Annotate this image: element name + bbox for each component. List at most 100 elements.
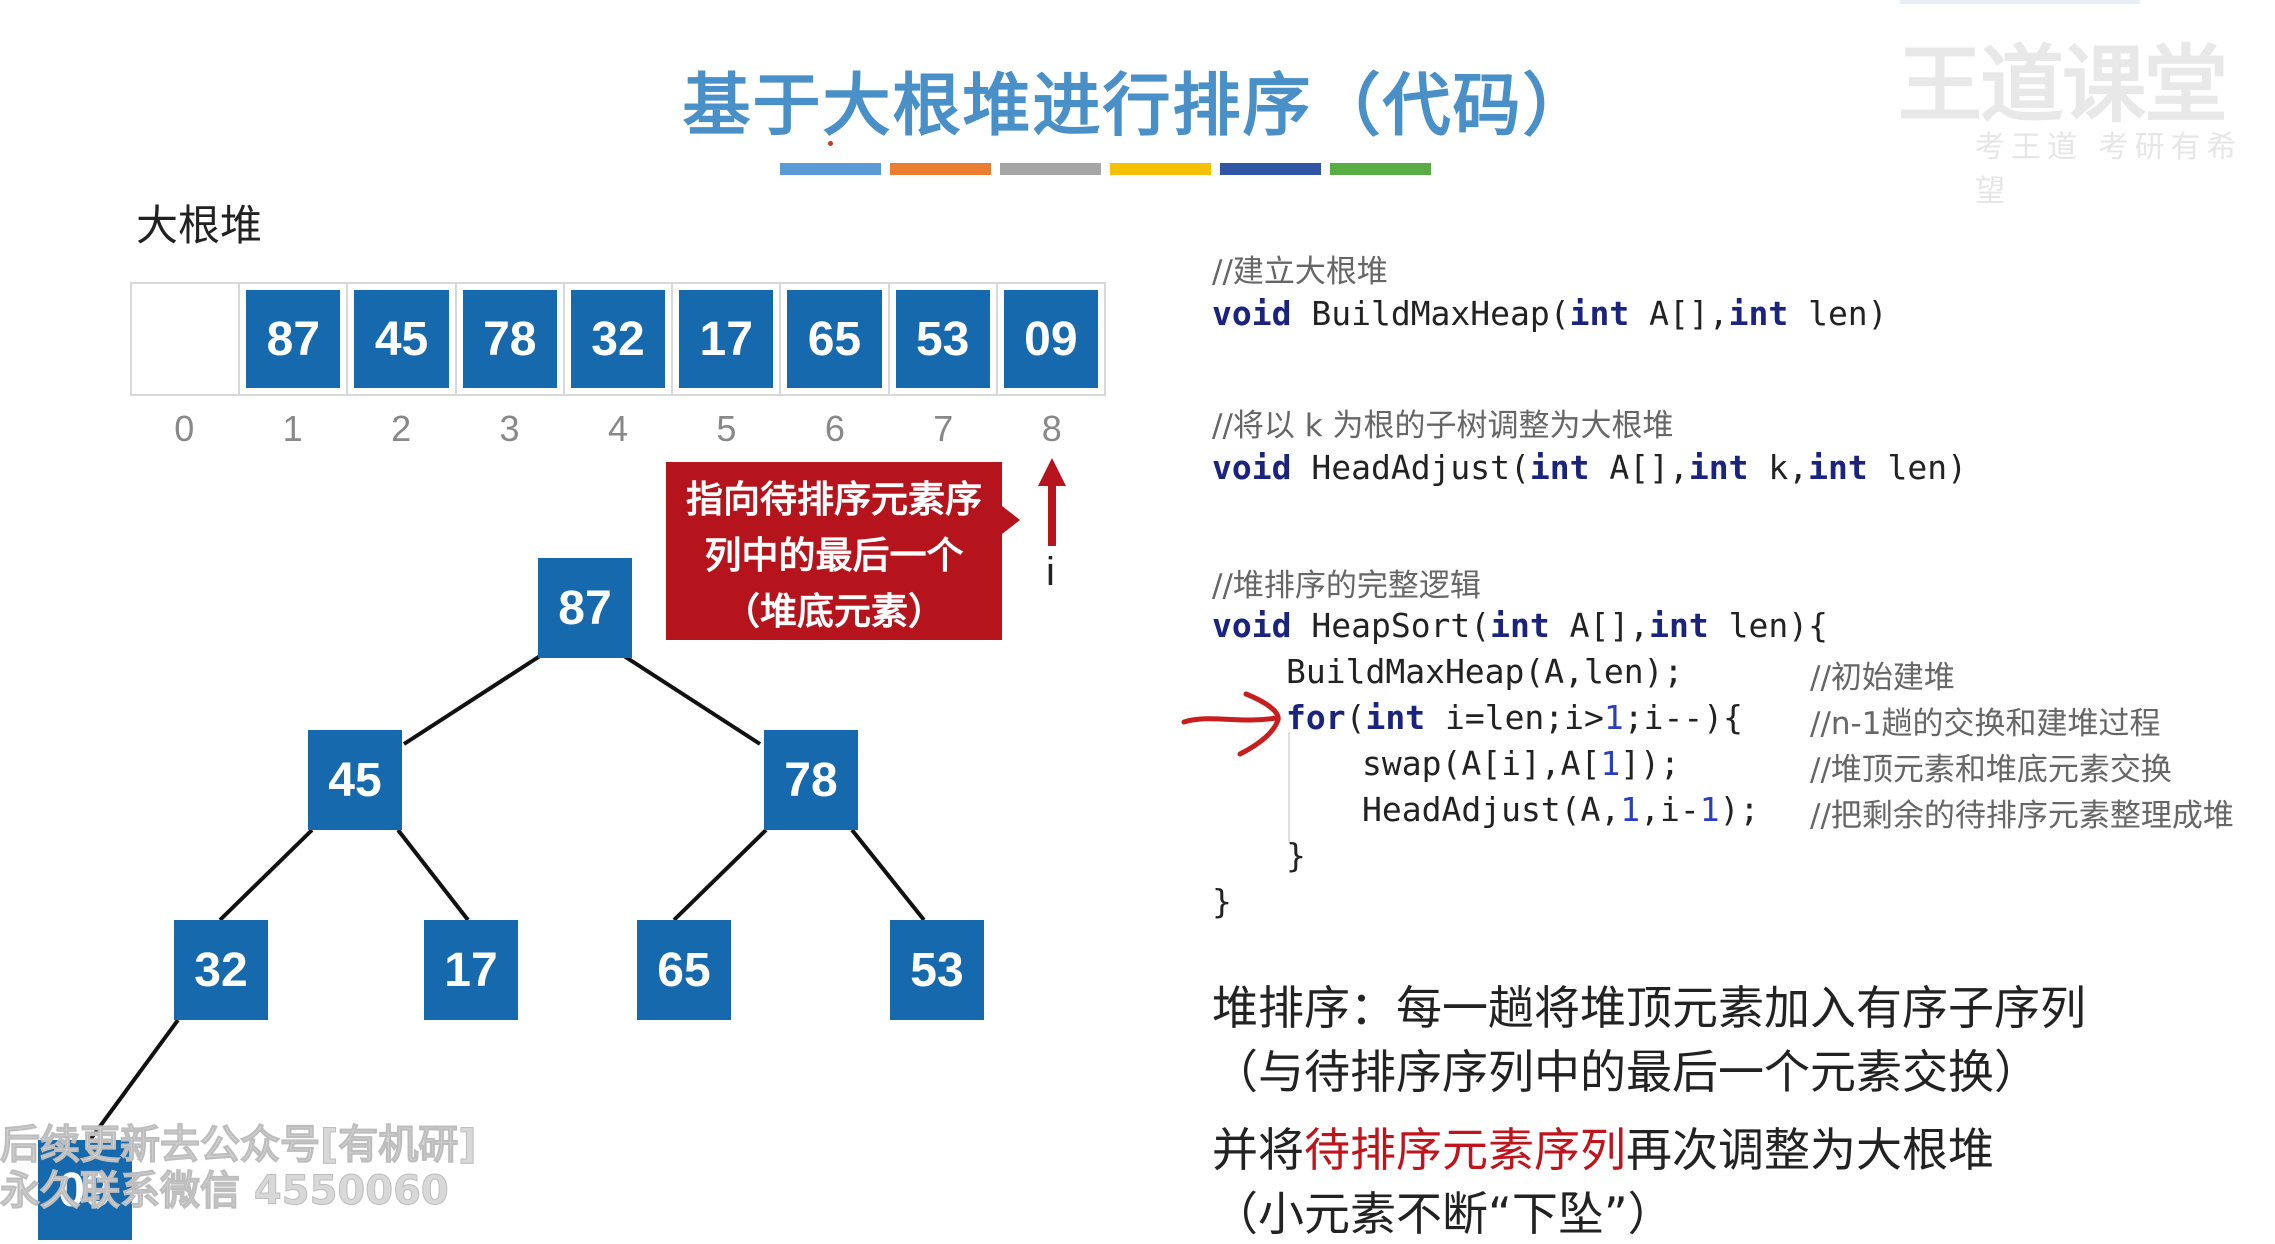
code-text: HeapSort( xyxy=(1291,606,1491,645)
tree-node: 32 xyxy=(174,920,268,1020)
code-comment: //n-1趟的交换和建堆过程 xyxy=(1810,706,2161,742)
code-text: ;i--){ xyxy=(1623,698,1743,737)
code-text: ,i- xyxy=(1640,790,1700,829)
array-index: 3 xyxy=(499,408,520,449)
code-comment: //初始建堆 xyxy=(1810,660,1955,696)
code-text: k, xyxy=(1748,448,1809,487)
summary-line: （与待排序序列中的最后一个元素交换） xyxy=(1212,1045,2040,1099)
code-keyword: for xyxy=(1286,698,1346,737)
code-text: len){ xyxy=(1708,606,1828,645)
code-line: swap(A[i],A[1]); xyxy=(1362,744,1680,783)
code-text: swap(A[i],A[ xyxy=(1362,744,1601,783)
code-text: BuildMaxHeap( xyxy=(1291,294,1570,333)
color-segment xyxy=(1000,163,1101,175)
tree-node: 53 xyxy=(890,920,984,1020)
code-text: ( xyxy=(1345,698,1366,737)
tree-node: 78 xyxy=(764,730,858,830)
code-text: A[], xyxy=(1589,448,1689,487)
code-comment: //堆排序的完整逻辑 xyxy=(1212,568,1481,604)
heap-array: 87 45 78 32 17 65 53 09 xyxy=(130,282,1106,396)
array-index: 7 xyxy=(933,408,954,449)
tree-node: 09 xyxy=(38,1140,132,1240)
heap-label: 大根堆 xyxy=(136,201,263,250)
code-keyword: void xyxy=(1212,294,1292,333)
watermark-logo: 王道课堂 xyxy=(1898,36,2228,134)
code-line: BuildMaxHeap(A,len); xyxy=(1286,652,1684,691)
code-line: } xyxy=(1212,882,1232,921)
code-line: void HeapSort(int A[],int len){ xyxy=(1212,606,1828,645)
pointer-label: i xyxy=(1046,550,1055,594)
watermark-bar xyxy=(1900,0,2140,4)
array-cell: 53 xyxy=(889,284,998,394)
code-number: 1 xyxy=(1699,790,1720,829)
code-keyword: int xyxy=(1569,294,1630,333)
tree-node: 45 xyxy=(308,730,402,830)
code-text: len) xyxy=(1788,294,1888,333)
array-cell: 17 xyxy=(673,284,782,394)
code-keyword: void xyxy=(1212,606,1292,645)
code-keyword: void xyxy=(1212,448,1292,487)
array-value: 17 xyxy=(679,290,774,388)
code-text: i=len;i> xyxy=(1425,698,1604,737)
summary-text: 再次调整为大根堆 xyxy=(1626,1123,1994,1177)
code-line: void HeadAdjust(int A[],int k,int len) xyxy=(1212,448,1967,487)
code-text: A[], xyxy=(1549,606,1650,645)
callout-line: （堆底元素） xyxy=(723,590,945,633)
color-bar xyxy=(780,163,1431,175)
tree-node: 87 xyxy=(538,558,632,658)
code-keyword: int xyxy=(1808,448,1868,487)
code-line: for(int i=len;i>1;i--){ xyxy=(1286,698,1743,737)
tree-edges xyxy=(88,654,926,1142)
array-value: 09 xyxy=(1003,290,1098,388)
array-index: 1 xyxy=(282,408,303,449)
code-comment: //建立大根堆 xyxy=(1212,254,1388,290)
code-number: 1 xyxy=(1603,698,1624,737)
array-value: 65 xyxy=(787,290,882,388)
color-segment xyxy=(780,163,881,175)
summary-line: 并将待排序元素序列再次调整为大根堆 xyxy=(1212,1114,1994,1180)
color-segment xyxy=(1330,163,1431,175)
decorative-dot xyxy=(828,141,833,146)
code-text: HeadAdjust(A, xyxy=(1362,790,1621,829)
up-arrow-icon xyxy=(1038,458,1066,546)
array-cell: 09 xyxy=(997,284,1104,394)
array-cell-empty xyxy=(132,284,241,394)
array-value: 45 xyxy=(354,290,449,388)
code-line: void BuildMaxHeap(int A[],int len) xyxy=(1212,294,1888,333)
callout-line: 列中的最后一个 xyxy=(704,534,964,577)
array-value: 87 xyxy=(246,290,341,388)
array-value: 32 xyxy=(570,290,666,388)
code-text: A[], xyxy=(1629,294,1729,333)
color-segment xyxy=(1220,163,1321,175)
color-segment xyxy=(890,163,991,175)
array-cell: 45 xyxy=(348,284,457,394)
current-line-arrow-icon xyxy=(1181,691,1281,757)
indent-guide xyxy=(1288,732,1290,842)
tree-node: 65 xyxy=(637,920,731,1020)
array-index: 4 xyxy=(607,408,628,449)
code-text: ]); xyxy=(1620,744,1680,783)
array-cell: 65 xyxy=(781,284,890,394)
code-comment: //将以 k 为根的子树调整为大根堆 xyxy=(1212,408,1674,444)
array-cell: 78 xyxy=(456,284,565,394)
code-keyword: int xyxy=(1365,698,1426,737)
code-text: len) xyxy=(1867,448,1968,487)
code-line: } xyxy=(1286,836,1306,875)
array-index: 0 xyxy=(174,408,195,449)
array-index: 6 xyxy=(824,408,845,449)
code-comment: //堆顶元素和堆底元素交换 xyxy=(1810,752,2172,788)
code-text: ); xyxy=(1719,790,1760,829)
summary-highlight: 待排序元素序列 xyxy=(1304,1123,1626,1177)
array-cell: 32 xyxy=(564,284,674,394)
summary-text: 并将 xyxy=(1212,1123,1304,1177)
callout-line: 指向待排序元素序 xyxy=(686,478,982,521)
page-title: 基于大根堆进行排序（代码） xyxy=(682,67,1593,146)
code-number: 1 xyxy=(1620,790,1641,829)
array-index: 2 xyxy=(391,408,412,449)
summary-line: 堆排序：每一趟将堆顶元素加入有序子序列 xyxy=(1212,981,2086,1035)
array-indices: 0 1 2 3 4 5 6 7 8 xyxy=(130,408,1106,450)
array-value: 78 xyxy=(462,290,557,388)
color-segment xyxy=(1110,163,1211,175)
code-keyword: int xyxy=(1649,606,1709,645)
code-text: HeadAdjust( xyxy=(1291,448,1530,487)
